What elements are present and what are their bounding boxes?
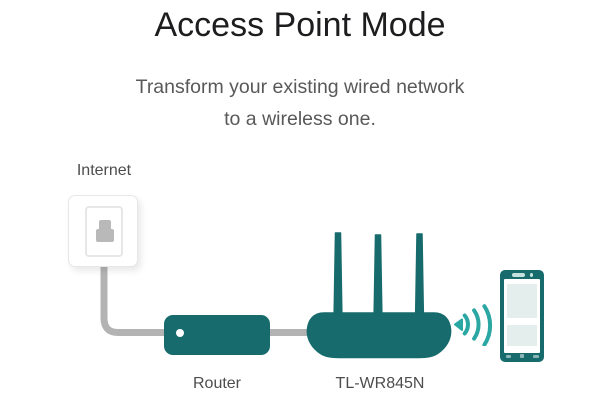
access-point-icon (306, 232, 452, 359)
phone-home-key (520, 354, 524, 358)
wifi-arc-small (462, 313, 470, 336)
subtitle-line-1: Transform your existing wired network (135, 76, 465, 98)
access-point-body (306, 312, 452, 359)
phone-content-block-top (507, 284, 537, 318)
antenna-left-icon (333, 232, 343, 324)
router-led-dot (176, 329, 184, 337)
phone-speaker (512, 273, 525, 277)
internet-label: Internet (76, 162, 132, 179)
router-icon (164, 315, 270, 355)
phone-content-block-bottom (507, 325, 537, 346)
phone-back-key (505, 355, 511, 358)
wifi-signal-icon (454, 304, 493, 346)
wifi-arc-large (482, 304, 493, 346)
antenna-middle-icon (373, 234, 383, 324)
wifi-arc-medium (472, 308, 481, 341)
page-title: Access Point Mode (154, 6, 446, 44)
subtitle-line-2: to a wireless one. (224, 108, 376, 130)
router-label: Router (192, 375, 242, 392)
phone-camera-dot (529, 273, 533, 277)
ethernet-plug-body (96, 229, 114, 242)
ethernet-plug-icon (99, 220, 111, 230)
antenna-right-icon (414, 233, 425, 324)
phone-screen (504, 279, 540, 353)
phone-menu-key (533, 355, 539, 358)
wifi-source-wedge (454, 318, 463, 331)
smartphone-icon (500, 270, 544, 362)
socket-inner-frame (85, 206, 123, 257)
page-subtitle: Transform your existing wired network to… (0, 71, 600, 135)
wall-socket-icon (68, 195, 138, 267)
access-point-model-label: TL-WR845N (335, 375, 425, 392)
